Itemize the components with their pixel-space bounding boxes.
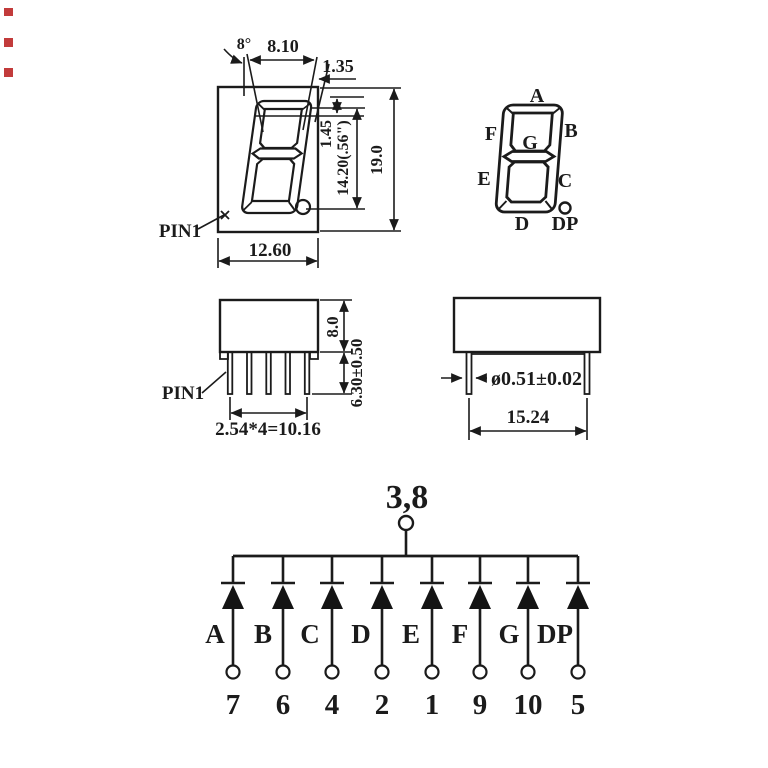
schematic-pin-number: 10 bbox=[514, 689, 543, 721]
decimal-point-segment bbox=[558, 201, 572, 215]
front-view: 8° 8.10 1.35 1.45 14.20(.56") 19.0 PIN1 … bbox=[159, 36, 401, 268]
diode-symbol bbox=[421, 585, 443, 609]
schematic-segment-label: D bbox=[351, 619, 371, 649]
pin-terminal bbox=[520, 664, 536, 680]
side1-dimension-lines bbox=[201, 299, 352, 420]
diode-symbol bbox=[272, 585, 294, 609]
segment-diagram: A F B G E C D DP bbox=[477, 85, 578, 235]
segment-label-dp: DP bbox=[552, 213, 579, 235]
segment-digit-outline bbox=[494, 103, 564, 214]
schematic-pin-number: 9 bbox=[473, 689, 488, 721]
schematic-segment-label: E bbox=[402, 619, 420, 649]
diode-branch: D 2 bbox=[351, 556, 394, 721]
common-pin-label: 3,8 bbox=[386, 479, 429, 516]
side2-dimension-lines bbox=[441, 373, 588, 440]
dim-segment-width: 8.10 bbox=[267, 36, 299, 56]
schematic-pin-number: 2 bbox=[375, 689, 390, 721]
schematic-segment-label: B bbox=[254, 619, 272, 649]
dim-pin-length: 6.30±0.50 bbox=[347, 339, 366, 408]
schematic-pin-number: 5 bbox=[571, 689, 586, 721]
segment-label-g: G bbox=[522, 132, 538, 154]
segment-label-e: E bbox=[477, 168, 490, 190]
schematic-segment-label: F bbox=[452, 619, 469, 649]
front-dimension-lines bbox=[197, 55, 401, 268]
diode-branch: A 7 bbox=[205, 556, 245, 721]
dim-row-spacing: 15.24 bbox=[507, 407, 550, 428]
pin-terminal bbox=[225, 664, 241, 680]
common-terminal bbox=[397, 514, 415, 532]
diode-branch: B 6 bbox=[254, 556, 295, 721]
pin1-label-front: PIN1 bbox=[159, 221, 201, 242]
pin1-label-side: PIN1 bbox=[162, 383, 204, 404]
digit-eight-outline bbox=[241, 99, 313, 215]
schematic-segment-label: G bbox=[498, 619, 519, 649]
schematic-segment-label: A bbox=[205, 619, 225, 649]
diode-symbol bbox=[371, 585, 393, 609]
schematic-pin-number: 4 bbox=[325, 689, 340, 721]
dim-body-thickness: 8.0 bbox=[323, 316, 342, 337]
edge-artifact-marks bbox=[4, 8, 13, 77]
side-view-side: ø0.51±0.02 15.24 bbox=[441, 296, 602, 440]
pins-side bbox=[465, 351, 591, 395]
body-outline-side1 bbox=[218, 298, 320, 354]
segment-label-f: F bbox=[485, 123, 497, 145]
decimal-point-front bbox=[294, 198, 312, 216]
schematic-pin-number: 7 bbox=[226, 689, 241, 721]
schematic-pin-number: 1 bbox=[425, 689, 440, 721]
side-view-front: PIN1 8.0 6.30±0.50 2.54*4=10.16 bbox=[162, 298, 366, 440]
construction-lines bbox=[223, 48, 330, 133]
schematic-pin-number: 6 bbox=[276, 689, 291, 721]
dim-angle-label: 8° bbox=[237, 36, 251, 53]
segment-label-b: B bbox=[564, 120, 577, 142]
pin-terminal bbox=[374, 664, 390, 680]
pin-terminal bbox=[424, 664, 440, 680]
diode-branch: C 4 bbox=[300, 556, 344, 721]
schematic-segment-label: DP bbox=[537, 619, 573, 649]
dim-body-width: 12.60 bbox=[249, 240, 292, 261]
diode-branch: E 1 bbox=[402, 556, 444, 721]
schematic: 3,8 A 7 B 6 C 4 bbox=[205, 479, 590, 721]
diode-symbol bbox=[567, 585, 589, 609]
diode-symbol bbox=[517, 585, 539, 609]
diode-branch: G 10 bbox=[498, 556, 543, 721]
diode-symbol bbox=[321, 585, 343, 609]
body-outline-side2 bbox=[452, 296, 602, 354]
segment-label-c: C bbox=[558, 170, 572, 192]
dim-body-height: 19.0 bbox=[367, 145, 386, 175]
diode-branch: F 9 bbox=[452, 556, 492, 721]
dim-segment-thickness: 1.35 bbox=[322, 56, 354, 76]
diode-symbol bbox=[222, 585, 244, 609]
display-body-outline bbox=[216, 85, 320, 234]
dim-pin-pitch: 2.54*4=10.16 bbox=[215, 419, 321, 440]
pin-terminal bbox=[275, 664, 291, 680]
pin-terminal bbox=[324, 664, 340, 680]
segment-label-a: A bbox=[530, 85, 545, 107]
dim-pin-diameter: ø0.51±0.02 bbox=[491, 368, 582, 390]
diode-symbol bbox=[469, 585, 491, 609]
dim-digit-height: 14.20(.56") bbox=[335, 120, 352, 196]
pin-terminal bbox=[570, 664, 586, 680]
pin-terminal bbox=[472, 664, 488, 680]
segment-label-d: D bbox=[515, 213, 529, 235]
diode-branch: DP 5 bbox=[537, 556, 590, 721]
schematic-segment-label: C bbox=[300, 619, 320, 649]
dim-inner-offset: 1.45 bbox=[318, 120, 335, 148]
pins-row bbox=[226, 351, 311, 395]
